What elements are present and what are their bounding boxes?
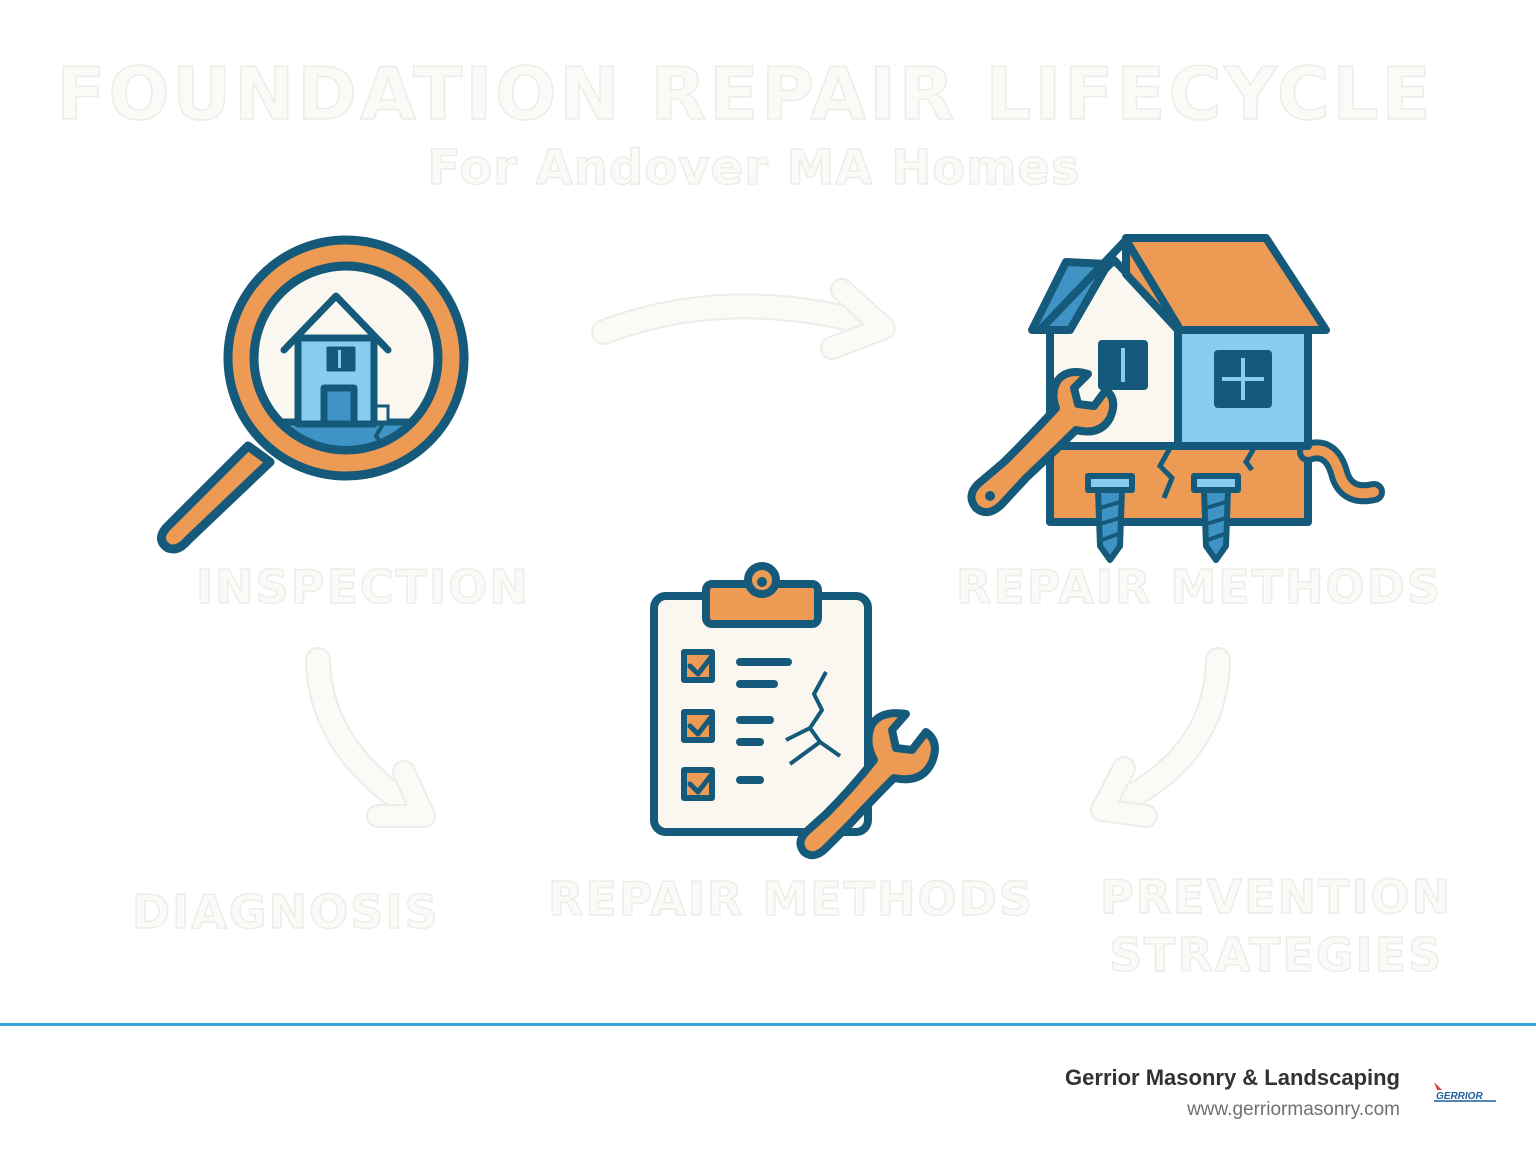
footer-divider bbox=[0, 1023, 1536, 1026]
arrow-right-icon bbox=[591, 278, 896, 360]
stage-label-repair-methods-bottom: REPAIR METHODS bbox=[547, 871, 1034, 927]
company-name: Gerrior Masonry & Landscaping bbox=[1065, 1065, 1400, 1090]
svg-text:GERRIOR: GERRIOR bbox=[1436, 1091, 1483, 1102]
stage-label-diagnosis: DIAGNOSIS bbox=[131, 884, 440, 940]
stage-label-prevention-strategies: PREVENTION STRATEGIES bbox=[1099, 868, 1453, 984]
house-foundation-repair-icon bbox=[967, 234, 1385, 563]
company-url: www.gerriormasonry.com bbox=[1187, 1099, 1400, 1120]
arrow-down-icon bbox=[305, 647, 436, 828]
stage-label-repair-methods: REPAIR METHODS bbox=[955, 559, 1442, 615]
magnifier-house-icon bbox=[157, 235, 469, 554]
page-title: FOUNDATION REPAIR LIFECYCLE bbox=[55, 51, 1434, 137]
clipboard-checklist-icon bbox=[650, 562, 939, 860]
prevention-line-1: PREVENTION bbox=[1099, 869, 1453, 925]
gerrior-logo-icon: GERRIOR bbox=[1434, 1082, 1498, 1102]
arrow-down-left-icon bbox=[1090, 647, 1231, 828]
prevention-line-2: STRATEGIES bbox=[1108, 927, 1444, 983]
page-subtitle: For Andover MA Homes bbox=[427, 139, 1081, 197]
stage-label-inspection: INSPECTION bbox=[195, 559, 530, 615]
